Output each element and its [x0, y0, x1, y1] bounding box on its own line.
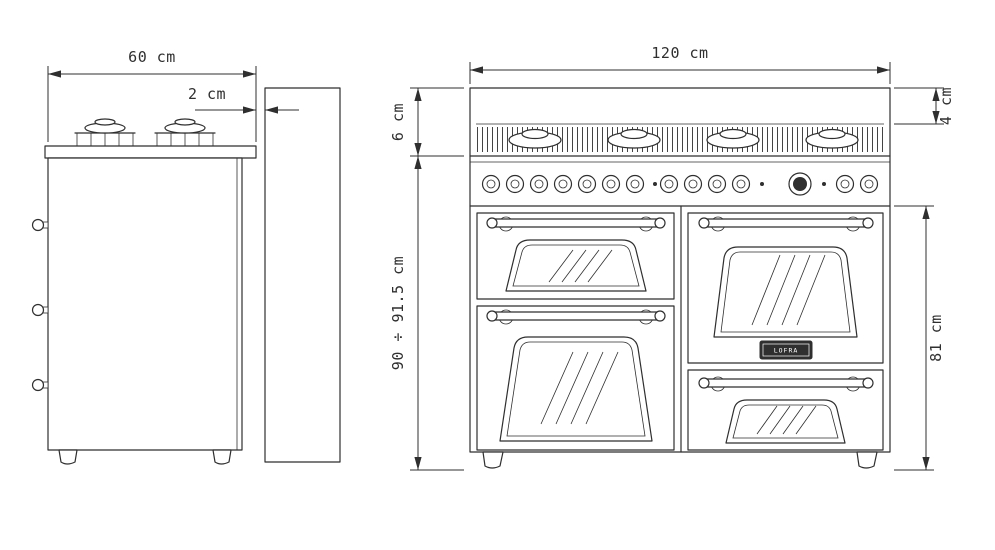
door-handle: [489, 311, 663, 321]
oven-door-main-right: LOFRA: [687, 212, 884, 364]
side-feet: [58, 449, 232, 465]
brand-name: LOFRA: [774, 347, 799, 355]
side-handles: [31, 218, 49, 392]
control-knob: [505, 174, 525, 194]
height-label: 90 ÷ 91.5 cm: [389, 256, 407, 370]
control-knob: [529, 174, 549, 194]
dimension-height: 90 ÷ 91.5 cm: [389, 156, 464, 471]
side-burner-right: [154, 118, 216, 146]
side-body: [44, 145, 257, 451]
control-knob: [835, 174, 855, 194]
range-front-view: LOFRA 120 cm: [389, 44, 955, 471]
control-knob: [731, 174, 751, 194]
dimension-depth: 60 cm: [47, 48, 257, 142]
glass-reflection: [756, 405, 817, 435]
brand-plaque: LOFRA: [759, 340, 813, 360]
width-label: 120 cm: [651, 44, 708, 62]
range-side-view: 60 cm 2 cm: [31, 48, 341, 465]
door-window: [499, 336, 653, 442]
indicator-dot: [760, 182, 764, 186]
indicator-dot: [653, 182, 657, 186]
side-handle: [31, 218, 49, 232]
glass-reflection: [751, 254, 826, 326]
control-knob: [683, 174, 703, 194]
cooktop-grates: [476, 127, 884, 152]
door-handle: [701, 218, 871, 228]
control-knob: [481, 174, 501, 194]
side-handle: [31, 303, 49, 317]
control-knob: [601, 174, 621, 194]
door-window: [505, 239, 647, 292]
control-knob: [553, 174, 573, 194]
burner: [805, 128, 859, 149]
glass-reflection: [548, 249, 613, 283]
burner: [607, 128, 661, 149]
side-burner-left: [74, 118, 136, 146]
dimension-wall-gap: 2 cm: [188, 85, 299, 142]
drawer-door-lower-right: [687, 369, 884, 451]
control-knob: [577, 174, 597, 194]
door-window: [713, 246, 858, 338]
side-handle: [31, 378, 49, 392]
splashback-label: 6 cm: [389, 103, 407, 141]
glass-reflection: [540, 351, 619, 425]
control-knobs: [481, 172, 879, 196]
dimension-top-rim: 4 cm: [894, 87, 955, 125]
top-rim-label: 4 cm: [937, 87, 955, 125]
control-knob: [625, 174, 645, 194]
depth-label: 60 cm: [128, 48, 176, 66]
oven-door-lower-left: [476, 305, 675, 451]
dimension-splashback: 6 cm: [389, 87, 464, 157]
control-knob: [859, 174, 879, 194]
oven-section-label: 81 cm: [927, 314, 945, 362]
door-handle: [701, 378, 871, 388]
dimension-width: 120 cm: [469, 44, 891, 84]
burner: [706, 128, 760, 149]
dimension-oven-section: 81 cm: [894, 205, 945, 471]
side-burners: [74, 118, 216, 146]
control-knob: [659, 174, 679, 194]
burner: [508, 128, 562, 149]
wall-gap-label: 2 cm: [188, 85, 226, 103]
indicator-dot: [822, 182, 826, 186]
control-knob: [707, 174, 727, 194]
door-handle: [489, 218, 663, 228]
front-feet: [482, 451, 878, 469]
oven-door-upper-left: [476, 212, 675, 300]
wall-section: [264, 87, 341, 463]
door-window: [725, 399, 846, 444]
timer-dial: [788, 172, 812, 196]
